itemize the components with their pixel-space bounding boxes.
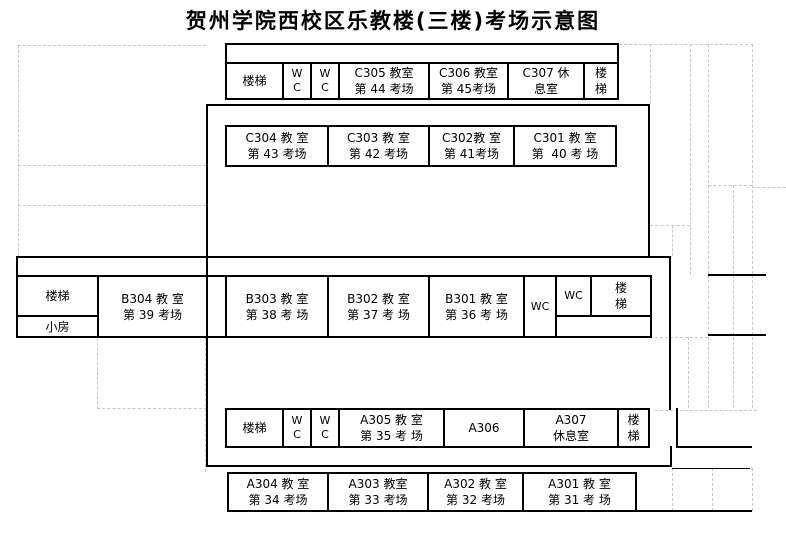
grid-line (619, 44, 753, 45)
room-c302: C302教 室第 41考场 (428, 125, 515, 167)
room-a301: A301 教 室第 31 考 场 (522, 472, 637, 512)
wall-line (206, 465, 672, 467)
grid-line (752, 468, 753, 511)
grid-line (205, 338, 206, 472)
stairs-top-left: 楼梯 (225, 62, 284, 100)
grid-line (18, 205, 206, 206)
wc-b-2: WC (555, 275, 592, 317)
stairs-b-left: 楼梯 (16, 275, 99, 317)
grid-line (18, 45, 206, 46)
grid-line (672, 225, 673, 256)
stairs-a-right: 楼梯 (617, 408, 650, 448)
room-b304: B304 教 室第 39 考场 (97, 275, 208, 338)
grid-line (708, 185, 752, 186)
grid-line (690, 44, 691, 275)
grid-line (752, 44, 753, 274)
grid-line (97, 338, 98, 409)
grid-line (650, 225, 690, 226)
grid-line (733, 185, 734, 274)
wall-line (206, 104, 650, 106)
wall-line (669, 256, 671, 410)
grid-line (708, 44, 709, 274)
wall-line (670, 446, 672, 467)
grid-line (18, 45, 19, 256)
room-c305: C305 教室第 44 考场 (338, 62, 430, 100)
grid-line (733, 337, 734, 408)
stairs-a-left: 楼梯 (225, 408, 284, 448)
grid-line (655, 337, 708, 338)
grid-line (18, 165, 206, 166)
grid-line (752, 275, 753, 335)
room-c303: C303 教 室第 42 考场 (327, 125, 430, 167)
grid-line (733, 275, 734, 335)
room-a304: A304 教 室第 34 考场 (227, 472, 329, 512)
grid-line (752, 337, 753, 408)
room-c304: C304 教 室第 43 考场 (225, 125, 329, 167)
grid-line (752, 187, 786, 188)
grid-line (712, 468, 713, 511)
room-a305: A305 教 室第 35 考 场 (338, 408, 445, 448)
stairs-b-right: 楼梯 (590, 275, 652, 317)
grid-line (97, 408, 207, 409)
small-room: 小房 (16, 315, 99, 338)
empty-cell-b (555, 315, 652, 338)
grid-line (672, 468, 673, 511)
grid-line (708, 337, 709, 408)
wall-line (708, 334, 766, 336)
page-title: 贺州学院西校区乐教楼(三楼)考场示意图 (185, 9, 601, 33)
room-b303: B303 教 室第 38 考 场 (225, 275, 329, 338)
wall-line (635, 510, 752, 512)
wall-line (648, 104, 650, 258)
wall-line (676, 446, 752, 448)
room-a303: A303 教室第 33 考场 (327, 472, 429, 512)
room-a306: A306 (443, 408, 525, 448)
room-c301: C301 教 室第 40 考 场 (513, 125, 617, 167)
grid-line (688, 337, 689, 408)
grid-line (708, 275, 709, 335)
wall-line (16, 256, 671, 258)
top-corridor-band (225, 43, 619, 64)
room-c307-lounge: C307 休息室 (507, 62, 585, 100)
room-b302: B302 教 室第 37 考 场 (327, 275, 430, 338)
wc-b-1: WC (523, 275, 557, 338)
wall-line (708, 274, 766, 276)
wall-line (672, 468, 750, 469)
grid-line (655, 410, 757, 411)
stairs-top-right: 楼梯 (583, 62, 619, 100)
room-c306: C306 教室第 45考场 (428, 62, 509, 100)
room-a302: A302 教 室第 32 考场 (427, 472, 524, 512)
room-b301: B301 教 室第 36 考 场 (428, 275, 525, 338)
grid-line (650, 44, 651, 104)
wall-line (676, 408, 678, 448)
